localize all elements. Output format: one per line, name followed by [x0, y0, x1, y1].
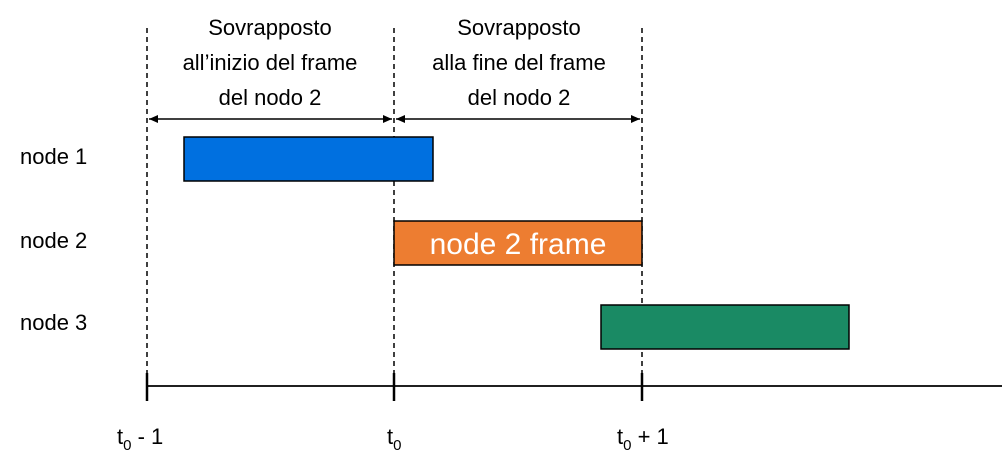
row-label-node-1: node 1 — [20, 144, 87, 169]
right-span-line-3: del nodo 2 — [468, 85, 571, 110]
right-span-line-2: alla fine del frame — [432, 50, 606, 75]
row-label-node-2: node 2 — [20, 228, 87, 253]
node-2-bar — [393, 220, 643, 266]
left-span-line-1: Sovrapposto — [208, 15, 332, 40]
left-span-line-2: all’inizio del frame — [183, 50, 358, 75]
left-span-line-3: del nodo 2 — [219, 85, 322, 110]
row-label-node-3: node 3 — [20, 310, 87, 335]
tick-label-t0-minus-1: t0 - 1 — [117, 424, 163, 454]
tick-label-t0-plus-1: t0 + 1 — [617, 424, 669, 454]
right-span-line-1: Sovrapposto — [457, 15, 581, 40]
node-2-bar-label: node 2 frame — [430, 228, 607, 261]
tick-label-t0: t0 — [387, 424, 401, 454]
node-1-bar — [183, 136, 434, 182]
node-3-bar — [600, 304, 850, 350]
